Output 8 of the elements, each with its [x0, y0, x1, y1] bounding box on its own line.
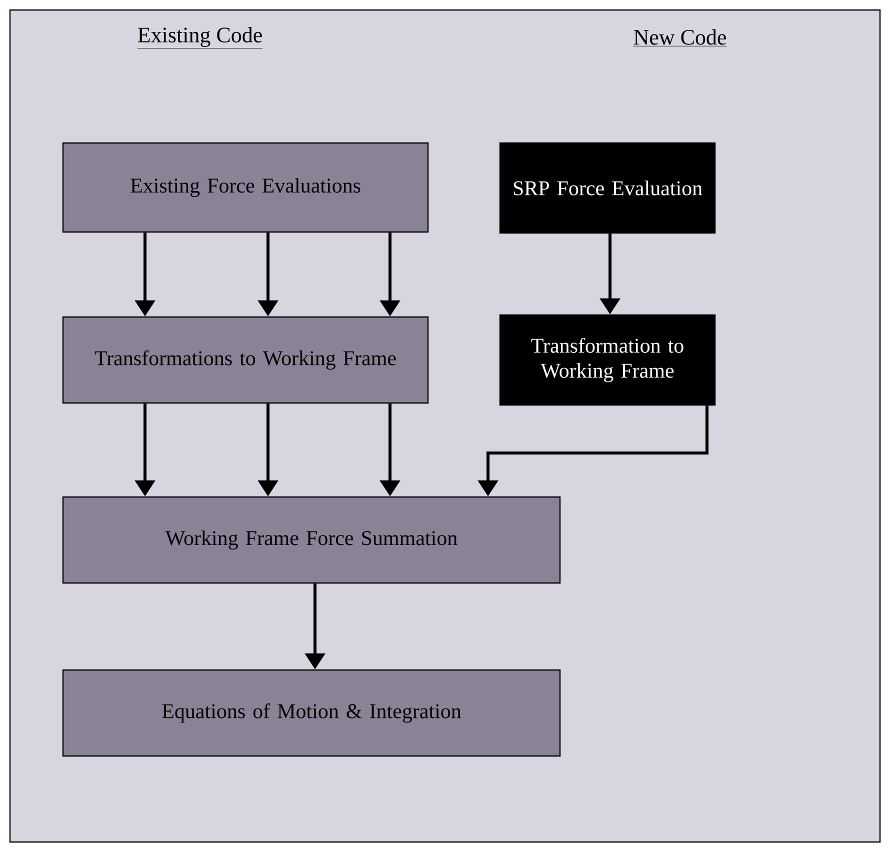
section-heading: New Code	[633, 29, 727, 46]
process-box: SRP Force Evaluation	[499, 142, 716, 234]
process-box: Working Frame Force Summation	[62, 496, 561, 584]
section-heading: Existing Code	[137, 26, 263, 49]
process-box: Existing Force Evaluations	[62, 142, 429, 233]
process-box: Equations of Motion & Integration	[62, 669, 561, 757]
process-box: Transformation to Working Frame	[499, 314, 716, 406]
process-box: Transformations to Working Frame	[62, 316, 429, 404]
